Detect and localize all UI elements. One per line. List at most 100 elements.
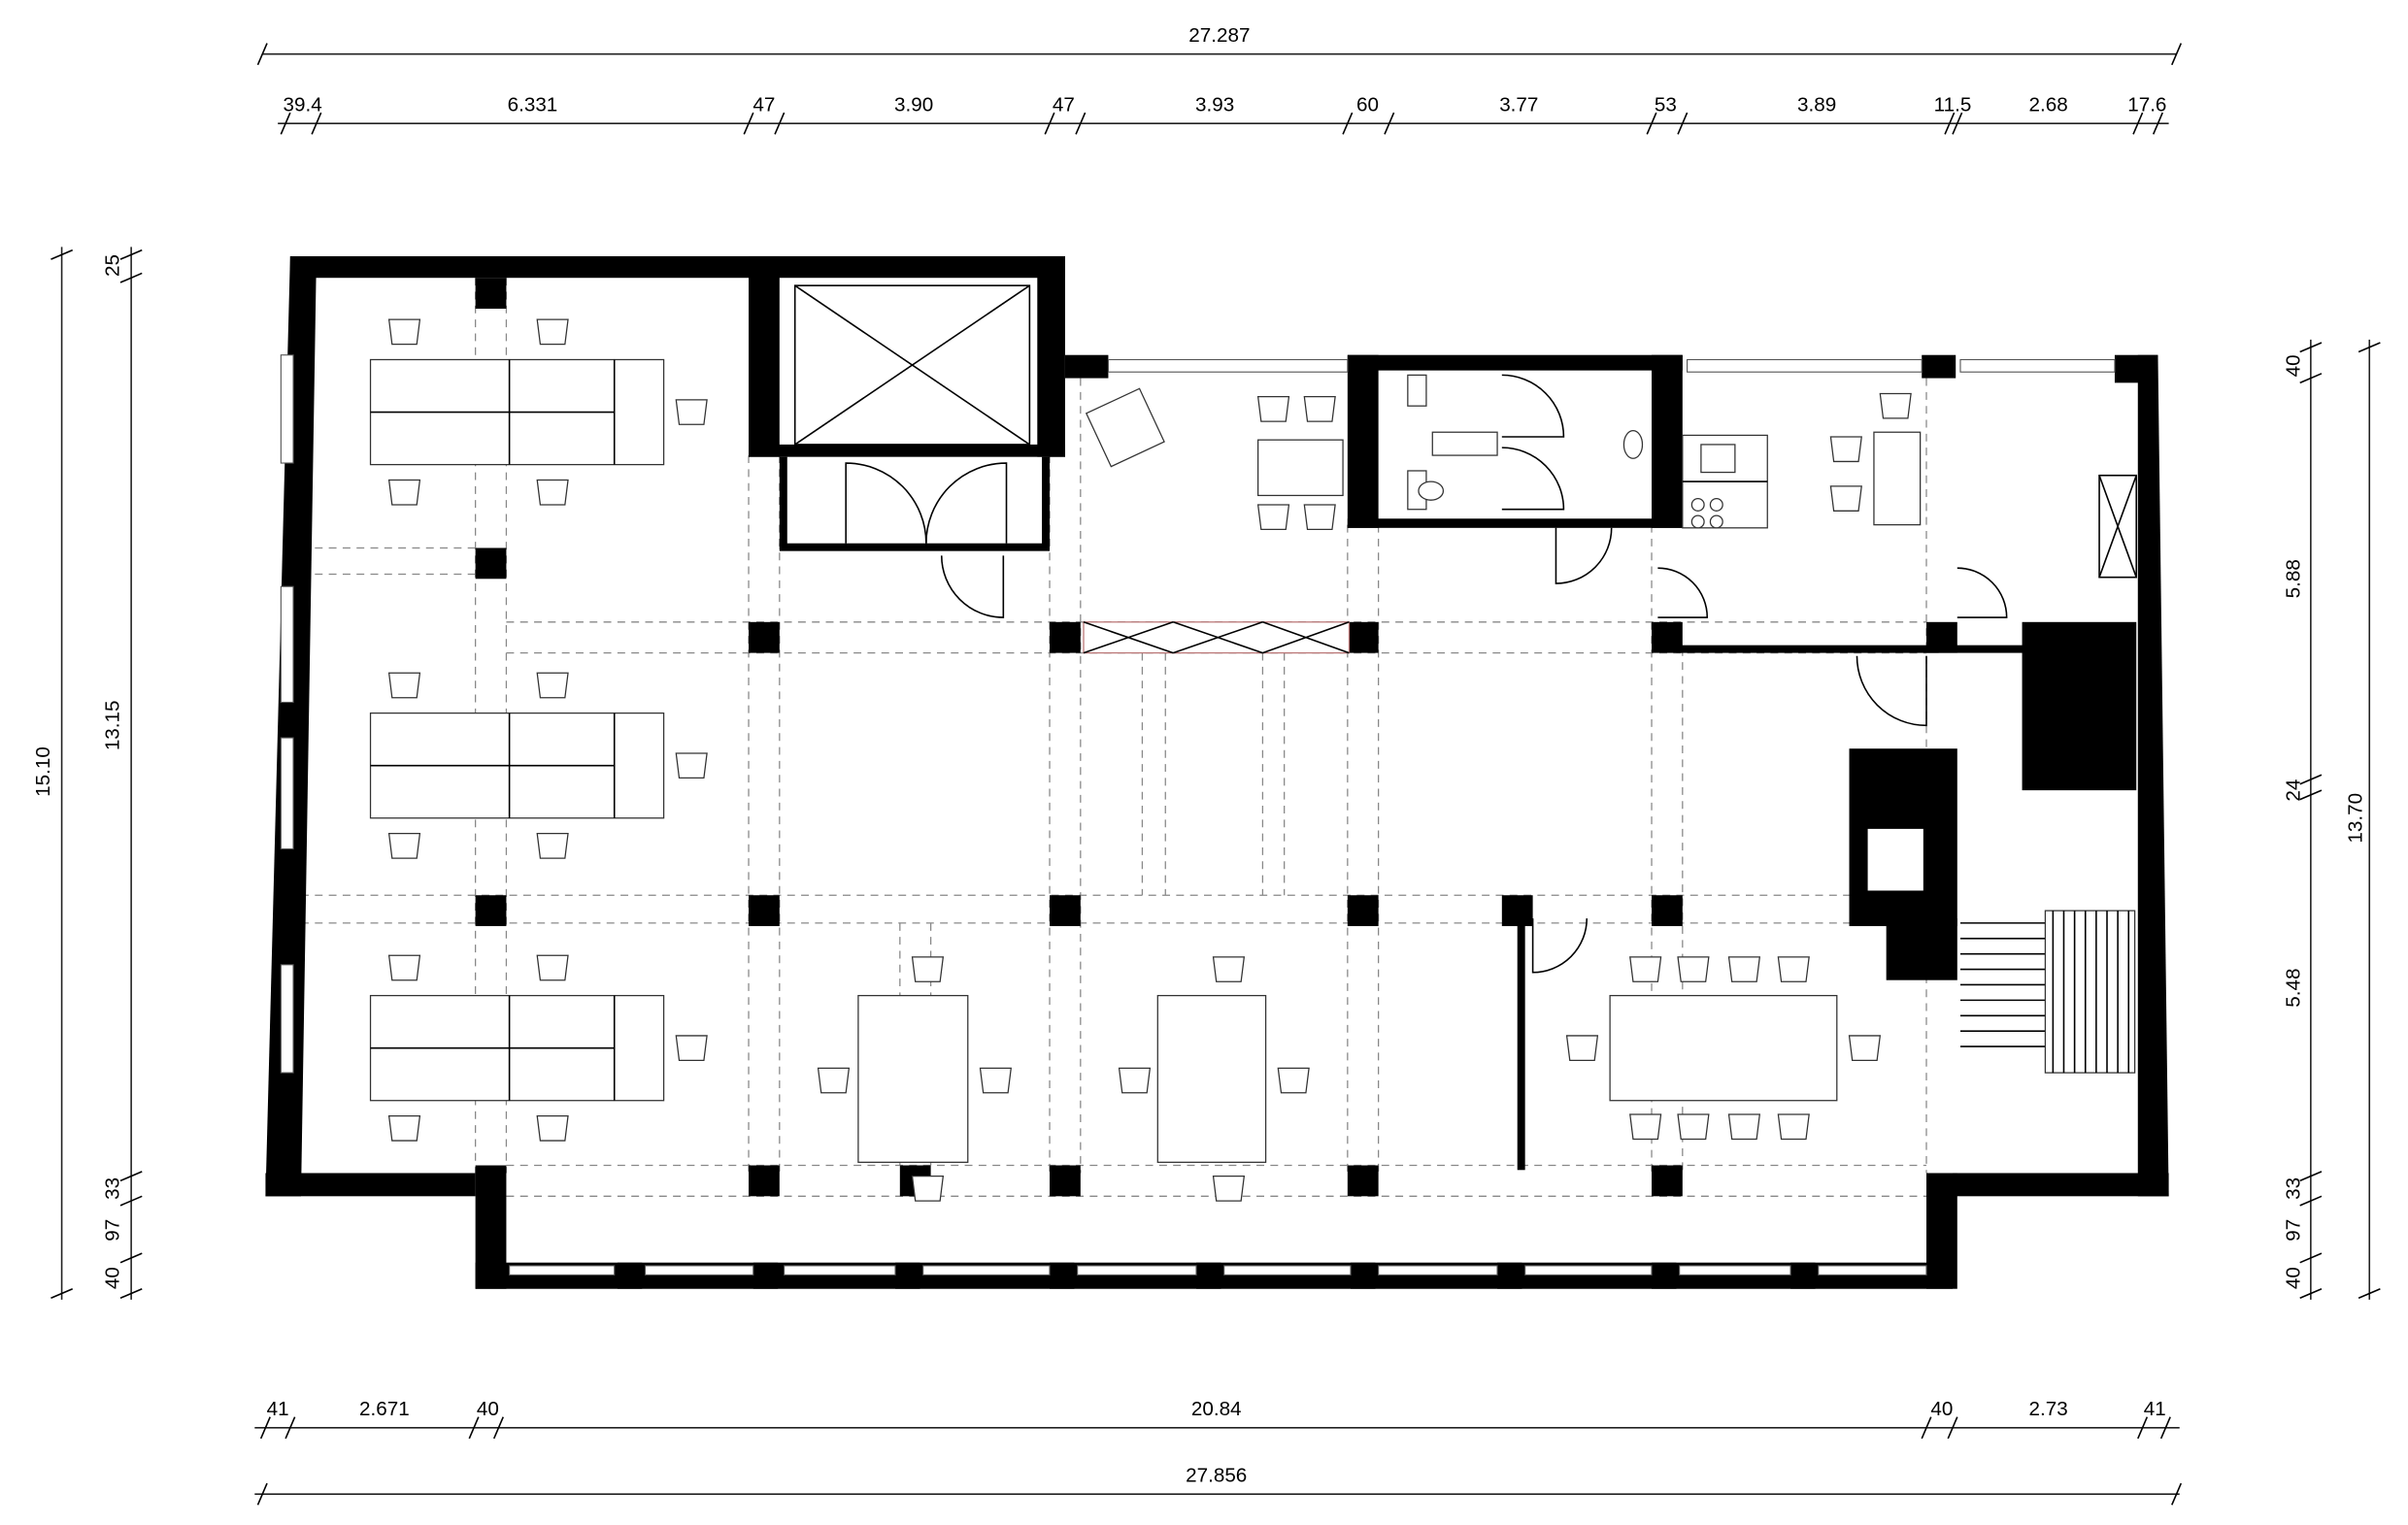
dimension-tick <box>256 1482 268 1506</box>
column <box>1926 621 1957 653</box>
window <box>280 737 294 850</box>
chair-icon <box>1212 1176 1246 1202</box>
stair-landing <box>2044 910 2136 1074</box>
chair-icon <box>1303 396 1336 422</box>
chair-icon <box>675 752 708 779</box>
chair-icon <box>1879 392 1912 419</box>
column <box>1050 895 1081 927</box>
dim-top-seg: 3.77 <box>1499 93 1538 116</box>
chair-icon <box>1677 1113 1710 1141</box>
dim-top-overall: 27.287 <box>1188 24 1250 47</box>
window <box>922 1265 1051 1276</box>
column <box>749 895 780 927</box>
chair-icon <box>1256 504 1290 531</box>
dimension-labels: 27.287 39.4 6.331 47 3.90 47 3.93 60 3.7… <box>32 24 2366 1487</box>
chair-icon <box>387 479 421 506</box>
dimension-tick <box>50 1287 74 1299</box>
dim-bottom-seg: 41 <box>2144 1398 2166 1420</box>
dimension-tick <box>743 112 754 135</box>
dim-top-seg: 47 <box>1053 93 1075 116</box>
dimension-tick <box>774 112 786 135</box>
dimension-tick <box>2358 342 2381 353</box>
column <box>1347 1165 1379 1197</box>
dimension-tick <box>492 1416 504 1440</box>
dimension-tick <box>1944 112 1956 135</box>
column <box>749 621 780 653</box>
dim-right-seg: 40 <box>2283 354 2305 377</box>
dimension-tick <box>2299 789 2323 801</box>
dimension-tick <box>2171 43 2183 66</box>
dimension-tick <box>119 1195 143 1207</box>
dimension-tick <box>119 1171 143 1182</box>
dimension-tick <box>311 112 322 135</box>
column <box>1347 621 1379 653</box>
dimension-tick <box>2358 1287 2381 1299</box>
chair-icon <box>675 399 708 425</box>
chair-icon <box>1777 1113 1810 1141</box>
furniture <box>369 318 1922 1202</box>
staircase <box>1959 910 2136 1074</box>
window <box>280 585 294 704</box>
chair-icon <box>675 1035 708 1062</box>
dimension-tick <box>2299 1195 2323 1207</box>
chair-icon <box>979 1067 1013 1094</box>
dim-right-seg: 5.48 <box>2283 969 2305 1008</box>
chair-icon <box>1677 956 1710 982</box>
dimension-tick <box>1952 112 1963 135</box>
dim-right-seg: 40 <box>2283 1267 2305 1289</box>
chair-icon <box>536 1114 569 1142</box>
column <box>1652 895 1683 927</box>
window <box>1524 1265 1653 1276</box>
column <box>1652 1262 1677 1289</box>
dim-top-seg: 47 <box>752 93 775 116</box>
dimension-tick <box>2299 1252 2323 1264</box>
chair-icon <box>387 318 421 346</box>
dimension-tick <box>1384 112 1395 135</box>
chair-icon <box>387 1114 421 1142</box>
dim-top-seg: 3.93 <box>1195 93 1234 116</box>
column <box>1347 895 1379 927</box>
chair-icon <box>1829 436 1862 463</box>
dim-top-seg: 60 <box>1356 93 1379 116</box>
dim-bottom-overall: 27.856 <box>1186 1464 1247 1486</box>
chair-icon <box>1777 956 1810 982</box>
dimension-tick <box>284 1416 296 1440</box>
chair-icon <box>1629 956 1662 982</box>
dimension-tick <box>2171 1482 2183 1506</box>
dim-top-seg: 3.90 <box>894 93 933 116</box>
dimension-lines <box>50 43 2381 1506</box>
dim-bottom-seg: 2.73 <box>2028 1398 2067 1420</box>
dim-bottom-seg: 40 <box>1930 1398 1953 1420</box>
dim-left-seg: 13.15 <box>101 700 123 750</box>
dim-top-seg: 2.68 <box>2028 93 2067 116</box>
dimension-tick <box>1921 1416 1932 1440</box>
chair-icon <box>536 954 569 981</box>
doors <box>845 374 2008 974</box>
dim-left-seg: 97 <box>101 1219 123 1242</box>
dimension-tick <box>280 112 291 135</box>
dim-bottom-seg: 41 <box>267 1398 289 1420</box>
dimension-tick <box>259 1416 271 1440</box>
column <box>1652 621 1683 653</box>
dimension-tick <box>1646 112 1657 135</box>
window <box>1378 1265 1498 1276</box>
chair-icon <box>387 833 421 859</box>
chair-icon <box>1212 956 1246 982</box>
dim-top-seg: 17.6 <box>2127 93 2166 116</box>
dim-bottom-seg: 20.84 <box>1191 1398 1242 1420</box>
chair-icon <box>1118 1067 1152 1094</box>
chair-icon <box>1829 485 1862 512</box>
dimension-tick <box>119 272 143 283</box>
dim-left-seg: 25 <box>101 254 123 277</box>
chair-icon <box>387 672 421 699</box>
dim-top-seg: 11.5 <box>1934 93 1972 116</box>
window <box>280 354 294 464</box>
dim-right-seg: 5.88 <box>2283 559 2305 598</box>
dimension-tick <box>1947 1416 1958 1440</box>
dimension-tick <box>1044 112 1055 135</box>
chair-icon <box>536 479 569 506</box>
window <box>644 1265 754 1276</box>
dim-right-seg: 97 <box>2283 1219 2305 1242</box>
chair-icon <box>817 1067 851 1094</box>
